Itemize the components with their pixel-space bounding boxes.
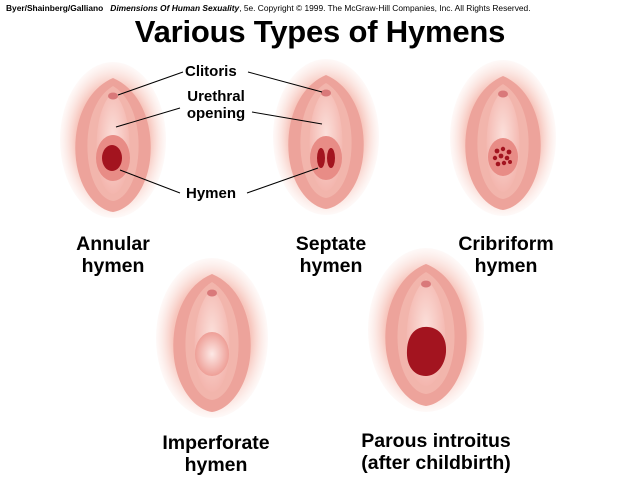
- figure-imperforate: [156, 258, 268, 418]
- caption-annular: Annular hymen: [63, 233, 163, 277]
- figure-parous: [368, 248, 484, 412]
- caption-parous-line1: Parous introitus: [361, 430, 511, 452]
- clitoris-mark: [421, 280, 431, 288]
- figure-cribriform: [450, 60, 556, 216]
- parous-opening: [406, 326, 447, 376]
- label-hymen: Hymen: [186, 185, 237, 202]
- caption-cribriform: Cribriform hymen: [446, 233, 566, 277]
- caption-septate-line1: Septate: [295, 233, 367, 255]
- caption-imperforate: Imperforate hymen: [146, 432, 286, 476]
- label-urethral-opening: Urethral opening: [180, 88, 252, 122]
- caption-septate: Septate hymen: [281, 233, 381, 277]
- cribriform-openings: [492, 146, 512, 167]
- caption-imperforate-line1: Imperforate: [162, 432, 270, 454]
- caption-imperforate-line2: hymen: [184, 454, 248, 476]
- credit-book-title: Dimensions Of Human Sexuality: [110, 3, 240, 13]
- label-clitoris: Clitoris: [185, 63, 237, 80]
- caption-parous-line2: (after childbirth): [361, 452, 511, 474]
- credit-authors: Byer/Shainberg/Galliano: [6, 3, 104, 13]
- imperforate-membrane: [195, 332, 229, 376]
- copyright-credit: Byer/Shainberg/Galliano Dimensions Of Hu…: [6, 3, 636, 13]
- caption-annular-line1: Annular: [76, 233, 150, 255]
- clitoris-mark: [321, 89, 331, 97]
- clitoris-mark: [207, 289, 217, 297]
- caption-cribriform-line1: Cribriform: [458, 233, 554, 255]
- label-urethral-line2: opening: [186, 105, 246, 122]
- hymen-opening: [102, 145, 122, 171]
- page-title: Various Types of Hymens: [134, 14, 506, 49]
- callout-lines: [115, 71, 323, 194]
- clitoris-mark: [108, 92, 118, 100]
- figure-annular: [60, 62, 166, 218]
- hymen-opening-right: [327, 148, 335, 168]
- label-urethral-line1: Urethral: [187, 88, 245, 105]
- caption-parous: Parous introitus (after childbirth): [346, 430, 526, 474]
- credit-copyright: , 5e. Copyright © 1999. The McGraw-Hill …: [239, 3, 531, 13]
- caption-cribriform-line2: hymen: [474, 255, 538, 277]
- caption-septate-line2: hymen: [299, 255, 363, 277]
- hymen-opening-left: [317, 148, 325, 168]
- caption-annular-line2: hymen: [81, 255, 145, 277]
- clitoris-mark: [498, 90, 508, 98]
- figure-septate: [273, 59, 379, 215]
